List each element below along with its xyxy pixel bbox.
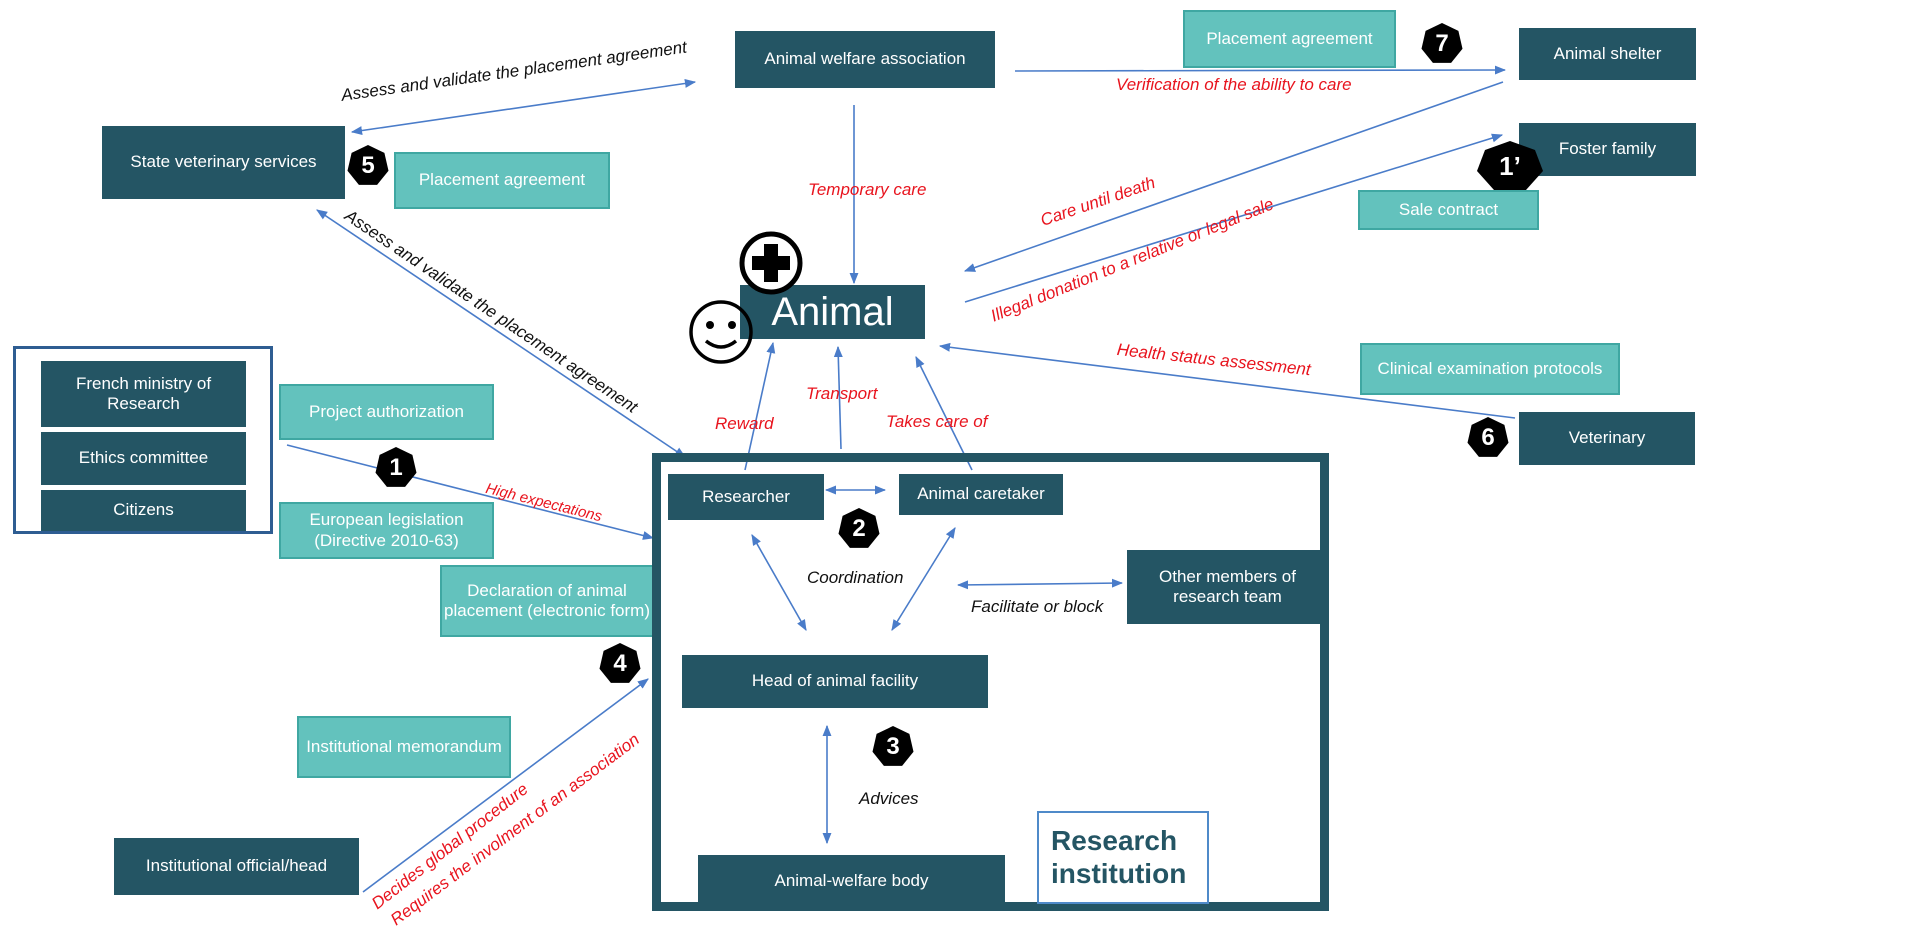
badge-3: 3 bbox=[871, 725, 915, 769]
label-temporary-care: Temporary care bbox=[808, 180, 927, 199]
arrow-illegal-donation bbox=[964, 133, 1504, 303]
node-citizens: Citizens bbox=[41, 490, 246, 531]
badge-1-prime-number: 1’ bbox=[1499, 150, 1521, 181]
label-facilitate-or-block: Facilitate or block bbox=[971, 597, 1104, 616]
arrow-assess-diagonal bbox=[316, 209, 686, 458]
node-institutional-official: Institutional official/head bbox=[114, 838, 359, 895]
doc-institutional-memorandum: Institutional memorandum bbox=[297, 716, 511, 778]
label-reward: Reward bbox=[715, 414, 774, 433]
doc-project-authorization: Project authorization bbox=[279, 384, 494, 440]
node-other-members: Other members of research team bbox=[1127, 550, 1328, 624]
node-animal-caretaker: Animal caretaker bbox=[899, 474, 1063, 515]
arrow-caretaker-head bbox=[891, 527, 956, 631]
stakeholders-group bbox=[13, 346, 273, 534]
label-takes-care: Takes care of bbox=[886, 412, 988, 431]
badge-1-number: 1 bbox=[389, 454, 403, 481]
badge-7-number: 7 bbox=[1435, 30, 1449, 57]
arrow-assess-top bbox=[350, 79, 697, 135]
badge-5-number: 5 bbox=[361, 152, 375, 179]
node-animal-welfare-body: Animal-welfare body bbox=[698, 855, 1005, 907]
node-state-veterinary-services: State veterinary services bbox=[102, 126, 345, 199]
doc-clinical-examination-protocols: Clinical examination protocols bbox=[1360, 343, 1620, 395]
label-coordination: Coordination bbox=[807, 568, 904, 587]
node-ethics-committee: Ethics committee bbox=[41, 432, 246, 485]
node-veterinary: Veterinary bbox=[1519, 412, 1695, 465]
node-head-of-animal-facility: Head of animal facility bbox=[682, 655, 988, 708]
arrow-high-expectations bbox=[286, 444, 655, 540]
node-animal-shelter: Animal shelter bbox=[1519, 28, 1696, 80]
badge-3-number: 3 bbox=[886, 733, 900, 760]
arrow-facilitate bbox=[956, 578, 1124, 590]
arrow-verification bbox=[1014, 65, 1507, 75]
smiley-icon bbox=[689, 300, 753, 364]
label-transport: Transport bbox=[806, 384, 878, 403]
badge-1-prime: 1’ bbox=[1476, 140, 1544, 192]
research-institution-title: Research institution bbox=[1037, 811, 1209, 904]
node-animal: Animal bbox=[740, 285, 925, 339]
badge-5: 5 bbox=[346, 144, 390, 188]
doc-european-legislation: European legislation (Directive 2010-63) bbox=[279, 502, 494, 559]
doc-declaration-animal-placement: Declaration of animal placement (electro… bbox=[440, 565, 654, 637]
node-researcher: Researcher bbox=[668, 474, 824, 520]
arrow-takes-care bbox=[915, 355, 973, 471]
plus-circle-icon bbox=[739, 231, 803, 295]
node-animal-welfare-association: Animal welfare association bbox=[735, 31, 995, 88]
arrow-health-status bbox=[938, 342, 1516, 419]
node-french-ministry: French ministry of Research bbox=[41, 361, 246, 427]
arrow-care-until-death bbox=[963, 81, 1504, 272]
doc-sale-contract: Sale contract bbox=[1358, 190, 1539, 230]
badge-7: 7 bbox=[1420, 22, 1464, 66]
badge-4: 4 bbox=[598, 642, 642, 686]
label-verification: Verification of the ability to care bbox=[1116, 75, 1352, 94]
badge-1: 1 bbox=[374, 446, 418, 490]
arrow-reward bbox=[744, 341, 776, 471]
label-advices: Advices bbox=[859, 789, 919, 808]
badge-2-number: 2 bbox=[852, 515, 866, 542]
badge-2: 2 bbox=[837, 507, 881, 551]
arrow-researcher-head bbox=[751, 534, 807, 631]
badge-4-number: 4 bbox=[613, 650, 627, 677]
arrow-decides bbox=[362, 678, 649, 893]
doc-placement-agreement-top: Placement agreement bbox=[1183, 10, 1396, 68]
badge-6: 6 bbox=[1466, 416, 1510, 460]
badge-6-number: 6 bbox=[1481, 424, 1495, 451]
doc-placement-agreement-left: Placement agreement bbox=[394, 152, 610, 209]
arrow-transport bbox=[833, 345, 843, 450]
node-foster-family: Foster family bbox=[1519, 123, 1696, 176]
